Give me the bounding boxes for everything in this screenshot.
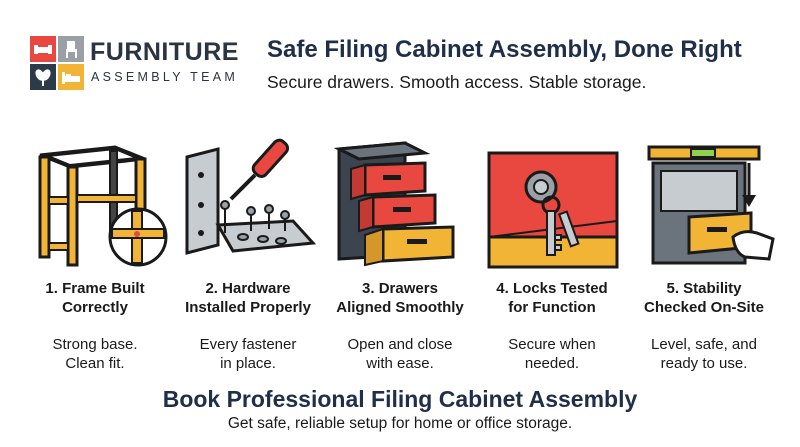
- frame-icon: [20, 125, 170, 273]
- step-drawers: 3. Drawers Aligned Smoothly Open and clo…: [325, 125, 475, 372]
- step-hardware: 2. Hardware Installed Properly Every fas…: [173, 125, 323, 372]
- step-description: Every fastener in place.: [199, 336, 297, 372]
- step-title: 5. Stability Checked On-Site: [643, 280, 765, 316]
- drawers-icon: [325, 125, 475, 273]
- logo-mark: [30, 36, 84, 90]
- step-description: Strong base. Clean fit.: [52, 336, 138, 372]
- brand-logo: FURNITURE ASSEMBLY TEAM: [30, 36, 250, 92]
- screwdriver-icon: [173, 125, 323, 273]
- lock-key-icon: [477, 125, 627, 273]
- page-subhead: Secure drawers. Smooth access. Stable st…: [267, 72, 647, 92]
- step-title: 3. Drawers Aligned Smoothly: [336, 280, 464, 316]
- step-title: 4. Locks Tested for Function: [496, 280, 608, 316]
- cta-subtitle: Get safe, reliable setup for home or off…: [227, 415, 573, 432]
- cta-title: Book Professional Filing Cabinet Assembl…: [162, 386, 638, 412]
- step-title: 1. Frame Built Correctly: [45, 280, 145, 316]
- step-description: Secure when needed.: [508, 336, 596, 372]
- logo-sofa-icon: [30, 36, 56, 62]
- logo-bed-icon: [58, 64, 84, 90]
- step-title: 2. Hardware Installed Properly: [185, 280, 311, 316]
- logo-chair-icon: [58, 36, 84, 62]
- step-stability: 5. Stability Checked On-Site Level, safe…: [629, 125, 779, 372]
- step-frame: 1. Frame Built Correctly Strong base. Cl…: [20, 125, 170, 372]
- page-headline: Safe Filing Cabinet Assembly, Done Right: [267, 36, 742, 63]
- logo-plant-icon: [30, 64, 56, 90]
- step-description: Open and close with ease.: [347, 336, 453, 372]
- step-description: Level, safe, and ready to use.: [651, 336, 757, 372]
- brand-name: FURNITURE: [90, 38, 239, 66]
- step-locks: 4. Locks Tested for Function Secure when…: [477, 125, 627, 372]
- level-cabinet-icon: [629, 125, 779, 273]
- brand-tagline: ASSEMBLY TEAM: [91, 70, 239, 84]
